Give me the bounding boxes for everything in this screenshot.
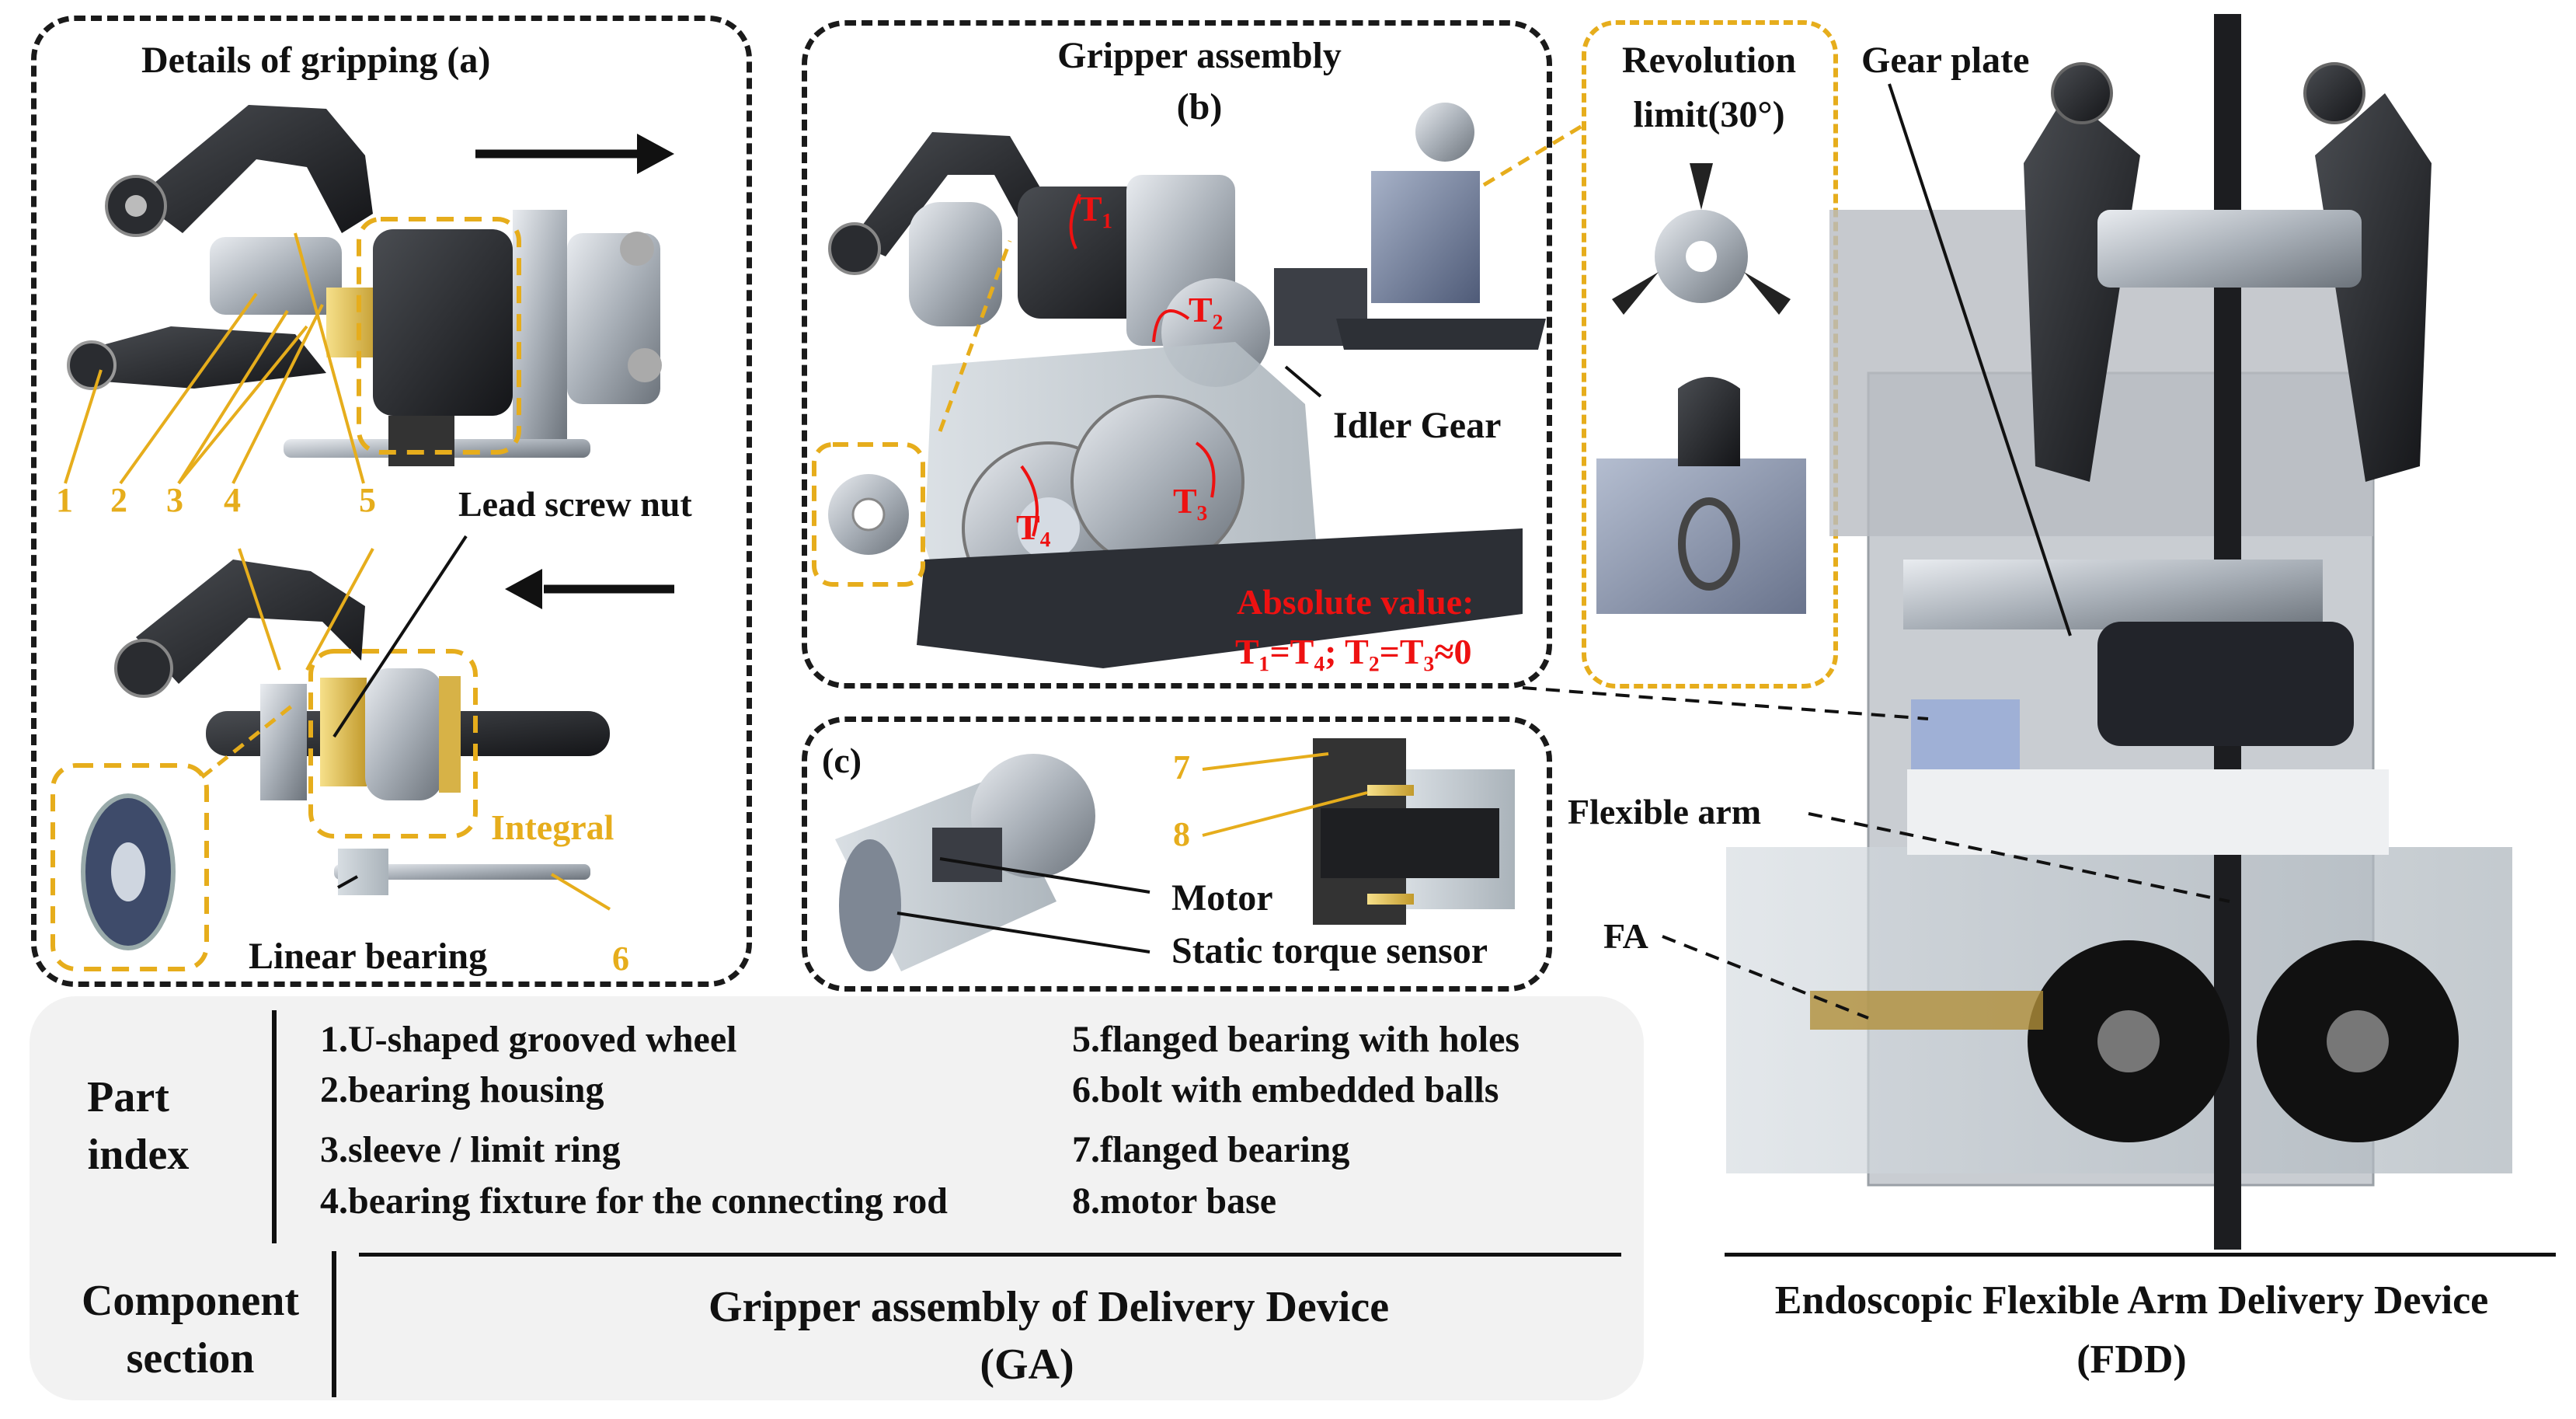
panel-b-title: Gripper assembly — [1057, 35, 1342, 76]
fdd-device-illustration — [1726, 14, 2512, 1250]
revolution-limit-line2: limit(30°) — [1633, 94, 1785, 135]
part-item-2: 2.bearing housing — [320, 1069, 604, 1110]
gripper-upper-illustration — [67, 105, 662, 466]
part-item-4: 4.bearing fixture for the connecting rod — [320, 1180, 948, 1222]
torque-arcs — [1020, 194, 1216, 537]
part-index-label-2: index — [87, 1131, 190, 1179]
flexible-arm-label: Flexible arm — [1568, 792, 1762, 832]
ga-abbr: (GA) — [980, 1341, 1074, 1389]
panel-b-subtitle: (b) — [1176, 86, 1223, 127]
static-torque-sensor-label: Static torque sensor — [1171, 930, 1488, 971]
number-7: 7 — [1173, 748, 1190, 786]
gripper-assembly-illustration — [828, 132, 1523, 668]
panel-c-black-leaders — [896, 857, 1150, 954]
part-item-7: 7.flanged bearing — [1072, 1129, 1350, 1170]
part-index-background — [30, 996, 1644, 1400]
torque-t3: T₃ — [1173, 481, 1208, 521]
fdd-abbr: (FDD) — [2076, 1337, 2187, 1382]
absolute-value-label: Absolute value: — [1237, 582, 1474, 622]
number-2: 2 — [110, 481, 127, 519]
gear-plate-label: Gear plate — [1861, 40, 2030, 81]
part-item-6: 6.bolt with embedded balls — [1072, 1069, 1499, 1110]
table-lines — [272, 1010, 2556, 1397]
torque-t1: T₁ — [1078, 189, 1113, 228]
panel-c-leaders — [1202, 752, 1368, 837]
number-leaders — [64, 232, 365, 485]
torque-sensor-illustration — [835, 754, 1095, 971]
torque-equation: T₁=T₄; T₂=T₃≈0 — [1235, 632, 1472, 671]
part-index-label-1: Part — [87, 1073, 169, 1121]
part-item-5: 5.flanged bearing with holes — [1072, 1019, 1520, 1060]
gripper-lower-illustration — [114, 560, 610, 895]
number-3: 3 — [166, 481, 183, 519]
torque-t4: T₄ — [1016, 507, 1051, 547]
part-item-3: 3.sleeve / limit ring — [320, 1129, 621, 1170]
fa-label: FA — [1603, 916, 1648, 956]
number-8: 8 — [1173, 815, 1190, 853]
panel-a-frame — [31, 16, 752, 987]
linear-bearing-label: Linear bearing — [249, 936, 488, 977]
idler-gear-label: Idler Gear — [1333, 405, 1502, 446]
panel-a-title: Details of gripping (a) — [141, 40, 491, 81]
revolution-limit-line1: Revolution — [1621, 40, 1797, 81]
panel-b-frame — [802, 20, 1552, 689]
torque-t2: T₂ — [1189, 290, 1224, 329]
component-section-label-1: Component — [81, 1277, 300, 1325]
component-section-label-2: section — [126, 1334, 255, 1382]
fdd-leaders — [1522, 83, 2230, 1020]
ga-title: Gripper assembly of Delivery Device — [708, 1283, 1390, 1331]
panel-c-label: (c) — [822, 741, 862, 780]
integral-label: Integral — [491, 807, 614, 847]
motor-section-illustration — [1313, 738, 1515, 925]
part-item-1: 1.U-shaped grooved wheel — [320, 1019, 737, 1060]
revolution-limit-illustration — [1596, 163, 1806, 614]
motor-label: Motor — [1171, 877, 1273, 919]
number-6: 6 — [612, 940, 629, 978]
fdd-title: Endoscopic Flexible Arm Delivery Device — [1774, 1278, 2489, 1323]
number-4: 4 — [224, 481, 241, 519]
assembly-side-view — [1336, 103, 1546, 350]
panel-c-frame — [802, 716, 1552, 992]
number-5: 5 — [359, 481, 376, 519]
lead-screw-nut-label: Lead screw nut — [458, 484, 692, 524]
part-item-8: 8.motor base — [1072, 1180, 1277, 1222]
number-1: 1 — [56, 481, 73, 519]
